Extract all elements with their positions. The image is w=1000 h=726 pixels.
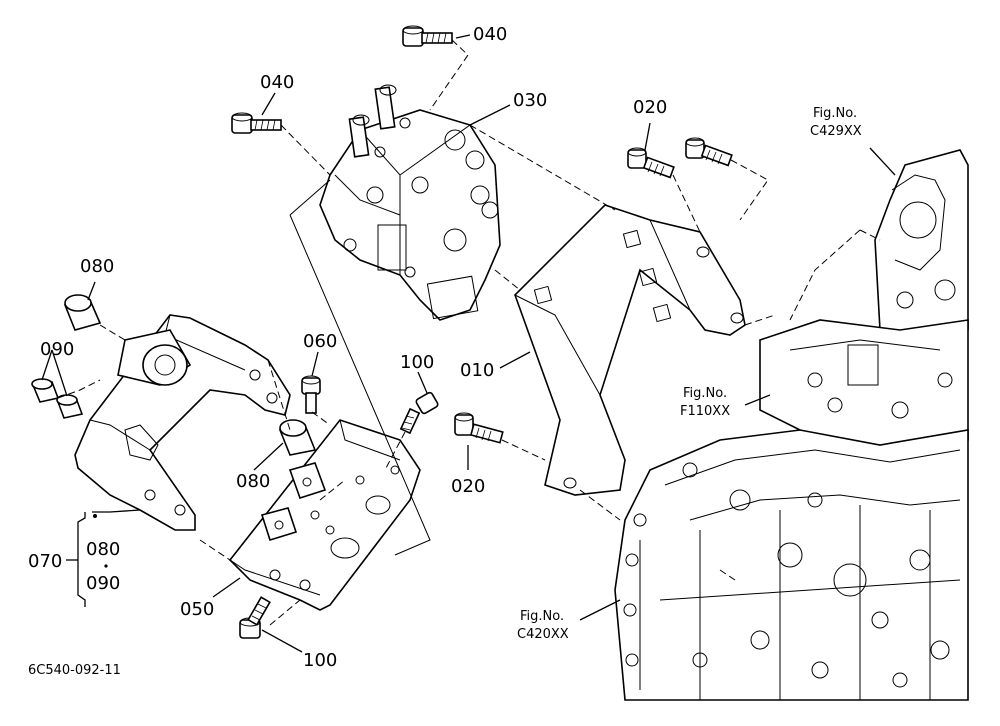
valve-030	[319, 84, 501, 321]
assembly-lines	[57, 39, 861, 626]
plate-050	[228, 419, 421, 611]
bolt-020-bottom	[454, 412, 504, 444]
label-070: 070	[28, 551, 62, 572]
label-010: 010	[460, 360, 494, 381]
label-080-top: 080	[80, 256, 114, 277]
ref-c420-line1: Fig.No.	[520, 609, 564, 624]
bolt-100-bottom	[239, 596, 271, 639]
bushing-080-top	[63, 294, 102, 331]
leader-lines	[41, 34, 896, 653]
dot-marker	[93, 514, 97, 518]
drawing-code: 6C540-092-11	[28, 663, 121, 678]
ref-c429-line2: C429XX	[810, 124, 862, 139]
bracket-070	[74, 314, 291, 531]
bolt-020-extra	[685, 137, 733, 167]
bushing-090-a	[31, 378, 60, 403]
label-050: 050	[180, 599, 214, 620]
bolt-100-mid	[399, 391, 439, 435]
bolt-040-top	[402, 25, 453, 47]
bolt-040-left	[231, 112, 282, 134]
ref-c420-line2: C420XX	[517, 627, 569, 642]
transmission-case	[614, 149, 969, 701]
bracket-010	[514, 204, 746, 496]
bushing-080-mid	[278, 419, 317, 456]
label-040-top: 040	[473, 24, 507, 45]
ref-c429-line1: Fig.No.	[813, 106, 857, 121]
bushing-090-b	[56, 394, 84, 419]
ref-f110-line1: Fig.No.	[683, 386, 727, 401]
label-080-mid: 080	[236, 471, 270, 492]
label-060: 060	[303, 331, 337, 352]
label-100-bottom: 100	[303, 650, 337, 671]
label-080-bracket: 080	[86, 539, 120, 560]
label-020-top: 020	[633, 97, 667, 118]
bolt-020-top	[627, 147, 675, 179]
label-090-bracket: 090	[86, 573, 120, 594]
pin-060	[301, 375, 321, 414]
label-040-left: 040	[260, 72, 294, 93]
label-090: 090	[40, 339, 74, 360]
label-100-mid: 100	[400, 352, 434, 373]
label-020-bottom: 020	[451, 476, 485, 497]
label-030: 030	[513, 90, 547, 111]
ref-f110-line2: F110XX	[680, 404, 730, 419]
dot-marker-small	[104, 564, 108, 568]
